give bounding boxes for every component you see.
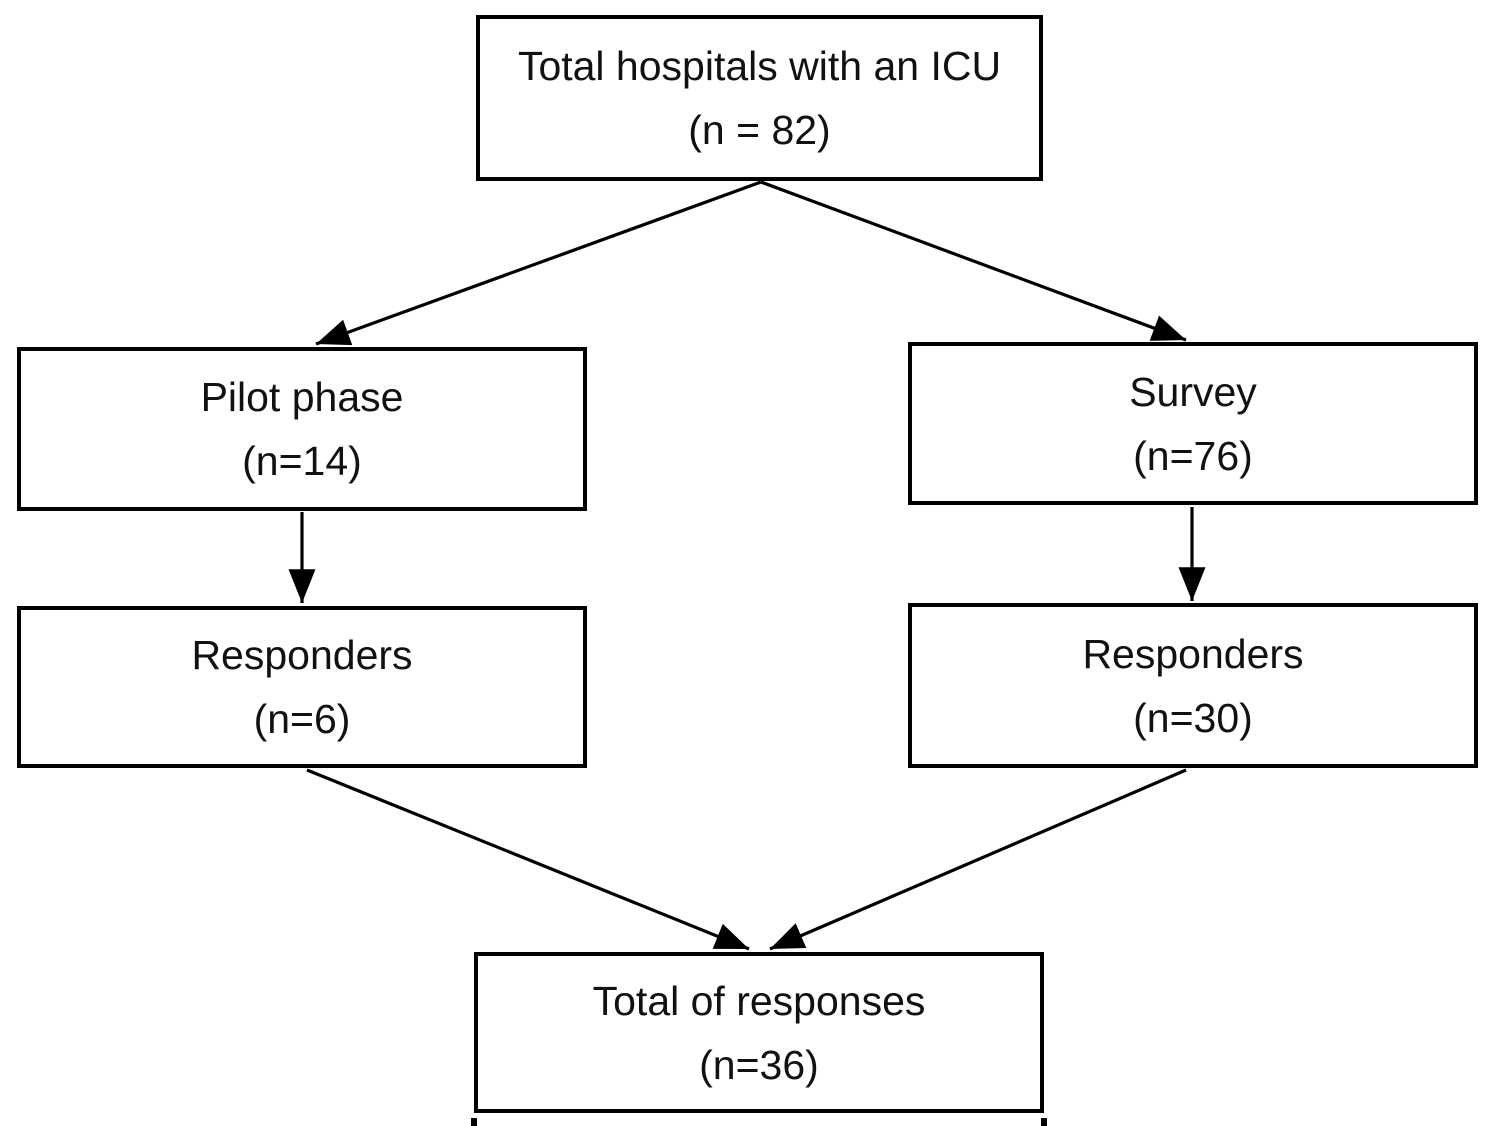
node-total-hospitals: Total hospitals with an ICU (n = 82) [476,15,1043,181]
node-count: (n=36) [699,1041,819,1088]
edge-total-to-survey [760,180,1187,342]
node-survey: Survey (n=76) [908,342,1478,505]
node-label: Pilot phase [200,374,404,420]
node-responders-survey: Responders (n=30) [908,603,1478,768]
node-total-responses: Total of responses (n=36) [474,952,1044,1113]
node-label: Total of responses [592,977,926,1024]
edge-total-to-pilot [315,180,762,346]
node-responders-pilot: Responders (n=6) [17,606,587,768]
node-label: Total hospitals with an ICU [517,43,1002,89]
node-count: (n=76) [1133,432,1253,479]
edge-responders-pilot-to-total [306,768,750,951]
node-pilot-phase: Pilot phase (n=14) [17,347,587,511]
node-label: Responders [191,632,413,678]
edge-responders-survey-to-total [769,768,1187,951]
node-count: (n = 82) [688,107,831,153]
node-count: (n=30) [1133,694,1253,741]
node-label: Responders [1082,630,1304,677]
node-count: (n=6) [253,696,351,742]
node-count: (n=14) [242,438,362,484]
node-label: Survey [1129,368,1257,415]
